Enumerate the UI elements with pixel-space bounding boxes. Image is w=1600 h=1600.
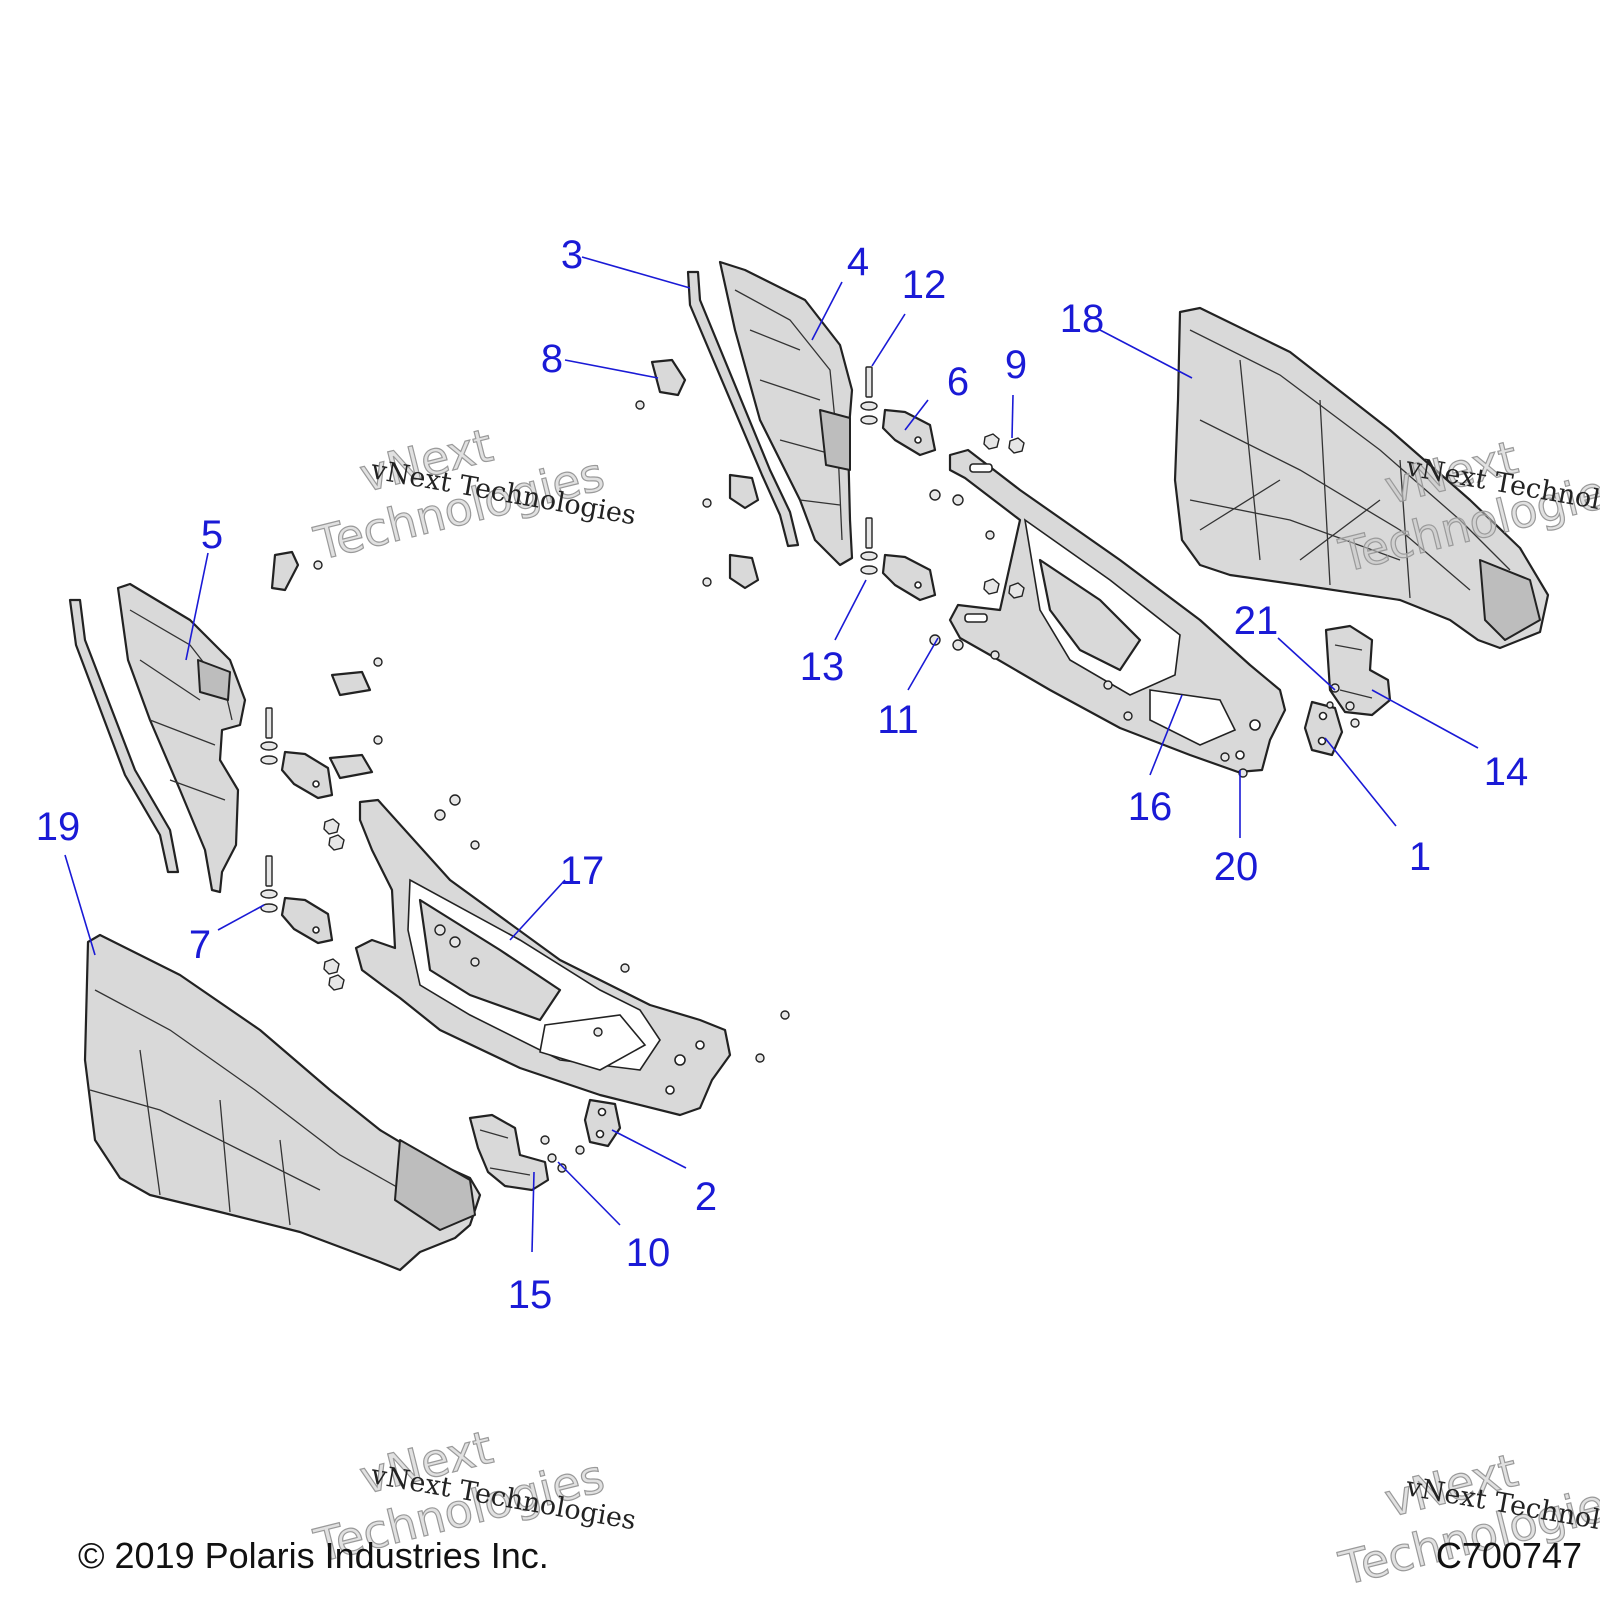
callout-8: 8 <box>541 337 563 381</box>
clips <box>270 358 760 780</box>
part-15-front-latch <box>468 1113 550 1192</box>
callout-20: 20 <box>1214 845 1259 889</box>
hinge-bracket-lower-left <box>280 896 334 945</box>
copyright-text: © 2019 Polaris Industries Inc. <box>78 1535 549 1576</box>
callout-13: 13 <box>800 645 845 689</box>
callout-labels: 1 2 3 4 5 6 7 8 9 10 11 12 13 14 15 16 1… <box>36 233 1529 1317</box>
hinge-bracket-lower-right <box>881 553 937 602</box>
part-5-door-panel-left <box>116 582 247 894</box>
callout-15: 15 <box>508 1273 553 1317</box>
callout-14: 14 <box>1484 750 1529 794</box>
callout-1: 1 <box>1409 835 1431 879</box>
callout-18: 18 <box>1060 297 1105 341</box>
callout-9: 9 <box>1005 343 1027 387</box>
hinge-bracket-upper-right <box>881 408 937 457</box>
hinge-bracket-upper-left <box>280 750 334 800</box>
callout-11: 11 <box>877 698 919 742</box>
callout-3: 3 <box>561 233 583 277</box>
part-16-rear-door-frame <box>948 448 1287 774</box>
part-4-front-door-panel <box>718 260 854 567</box>
part-14-rear-latch <box>1324 624 1392 717</box>
callout-21: 21 <box>1234 599 1279 643</box>
part-18-rear-door-panel <box>1173 306 1550 650</box>
part-3-front-door-seal <box>686 270 800 548</box>
callout-12: 12 <box>902 263 947 307</box>
callout-19: 19 <box>36 805 81 849</box>
callout-10: 10 <box>626 1231 671 1275</box>
fasteners <box>313 400 1360 1173</box>
callout-6: 6 <box>947 360 969 404</box>
leader-lines <box>64 256 1479 1253</box>
part-19-corner-trim-panel <box>83 933 482 1272</box>
callout-16: 16 <box>1128 785 1173 829</box>
part-2-front-striker <box>583 1098 622 1148</box>
callout-4: 4 <box>847 240 869 284</box>
part-17-front-door-frame <box>354 798 732 1117</box>
door-seal-left <box>68 598 180 874</box>
part-1-rear-striker <box>1303 700 1344 757</box>
callout-17: 17 <box>560 849 605 893</box>
callout-2: 2 <box>695 1175 717 1219</box>
callout-7: 7 <box>189 923 211 967</box>
callout-5: 5 <box>201 513 223 557</box>
hinge-pins <box>260 366 878 913</box>
figure-id: C700747 <box>1436 1535 1582 1576</box>
